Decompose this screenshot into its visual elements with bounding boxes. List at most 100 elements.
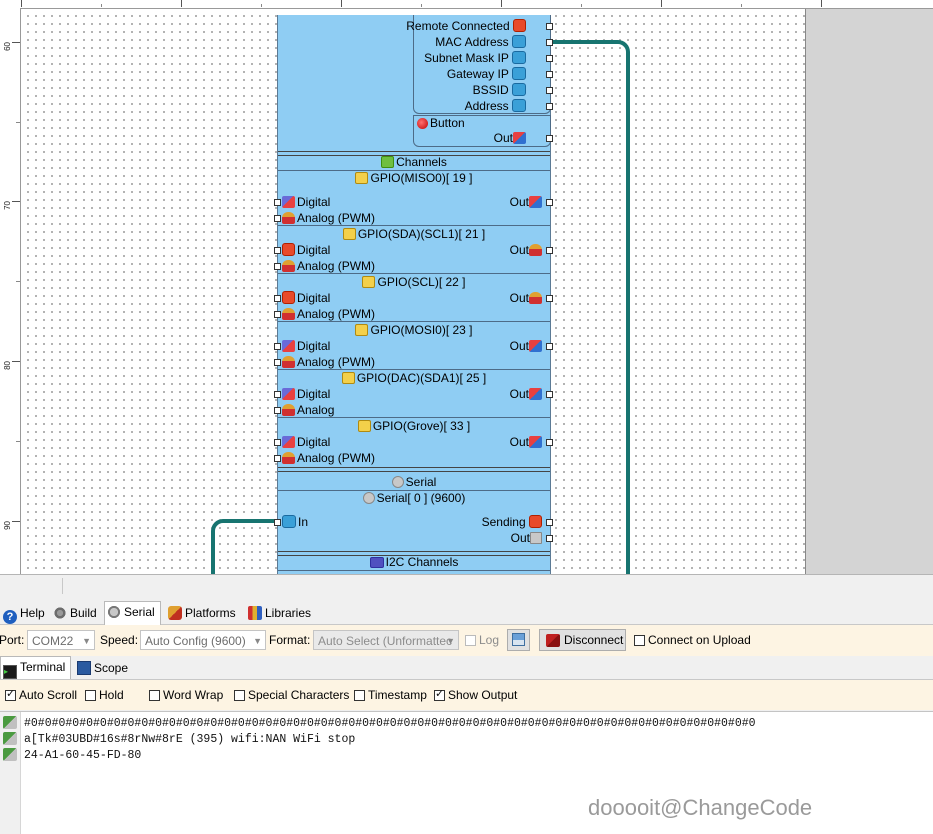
tab-build[interactable]: Build [50, 602, 103, 624]
output-pin[interactable] [546, 519, 553, 526]
output-pin[interactable] [546, 87, 553, 94]
output-pin[interactable] [546, 535, 553, 542]
design-canvas-area[interactable]: 60 70 80 90 Remote Connected MAC Address… [0, 0, 933, 574]
digital-icon [282, 388, 295, 400]
checkbox[interactable] [465, 635, 476, 646]
input-pin[interactable] [274, 199, 281, 206]
tab-help[interactable]: ?Help [0, 602, 51, 624]
button-subcomponent[interactable] [413, 115, 551, 147]
output-pin[interactable] [546, 39, 553, 46]
checkbox[interactable] [434, 688, 445, 701]
gpio-out-pin: Out [510, 435, 544, 449]
disconnect-button[interactable]: Disconnect [539, 629, 626, 651]
input-pin[interactable] [274, 263, 281, 270]
timestamp-checkbox[interactable]: Timestamp [354, 687, 427, 703]
output-pin[interactable] [546, 391, 553, 398]
speed-select[interactable]: Auto Config (9600)▼ [140, 630, 266, 650]
terminal-line: #0#0#0#0#0#0#0#0#0#0#0#0#0#0#0#0#0#0#0#0… [24, 717, 756, 730]
tab-platforms[interactable]: Platforms [165, 602, 242, 624]
canvas-edge [805, 9, 806, 574]
special-characters-checkbox[interactable]: Special Characters [234, 687, 349, 703]
tab-serial[interactable]: Serial [104, 601, 161, 625]
pin-subnet-mask-ip: Subnet Mask IP [424, 51, 528, 65]
wire-mac-address[interactable] [550, 40, 630, 574]
gpio-digital-pin: Digital [282, 339, 330, 353]
format-select[interactable]: Auto Select (Unformattec▼ [313, 630, 459, 650]
checkbox[interactable] [149, 690, 160, 701]
gpio-icon [355, 172, 369, 184]
received-data-icon [3, 716, 17, 729]
channels-icon [381, 156, 395, 168]
network-pin-icon [512, 67, 526, 80]
gpio-title: GPIO(MOSI0)[ 23 ] [278, 323, 550, 337]
gpio-analog-pin: Analog (PWM) [282, 355, 375, 369]
terminal-gutter [0, 712, 21, 834]
input-pin[interactable] [274, 407, 281, 414]
input-pin[interactable] [274, 247, 281, 254]
checkbox[interactable] [354, 690, 365, 701]
input-pin[interactable] [274, 391, 281, 398]
save-icon [512, 633, 525, 646]
checkbox[interactable] [85, 690, 96, 701]
section-separator [278, 551, 550, 556]
tab-scope[interactable]: Scope [74, 657, 134, 679]
network-pin-icon [512, 51, 526, 64]
output-pin[interactable] [546, 103, 553, 110]
terminal-icon: ▸ [3, 665, 17, 679]
tab-terminal[interactable]: ▸Terminal [0, 656, 72, 679]
input-pin[interactable] [274, 455, 281, 462]
section-separator [278, 151, 550, 156]
gpio-icon [341, 372, 355, 384]
output-pin[interactable] [546, 71, 553, 78]
ruler-label: 70 [3, 201, 12, 210]
gpio-analog-pin: Analog [282, 403, 334, 417]
show-output-checkbox[interactable]: Show Output [434, 687, 517, 703]
analog-out-icon [529, 292, 542, 304]
input-pin[interactable] [274, 439, 281, 446]
pin-mac-address: MAC Address [435, 35, 528, 49]
wire-serial-in[interactable] [211, 519, 281, 574]
analog-icon [282, 452, 295, 464]
save-log-button[interactable] [507, 629, 530, 651]
esp32-component[interactable]: Remote Connected MAC Address Subnet Mask… [274, 15, 553, 574]
output-pin[interactable] [546, 23, 553, 30]
output-pin[interactable] [546, 295, 553, 302]
gears-icon [53, 606, 67, 620]
input-pin[interactable] [274, 311, 281, 318]
auto-scroll-checkbox[interactable]: Auto Scroll [5, 687, 77, 703]
log-checkbox[interactable]: Log [465, 632, 499, 648]
gpio-out-pin: Out [510, 291, 544, 305]
received-data-icon [3, 748, 17, 761]
port-select[interactable]: COM22▼ [27, 630, 95, 650]
digital-out-icon [529, 388, 542, 400]
hold-checkbox[interactable]: Hold [85, 687, 124, 703]
output-pin[interactable] [546, 247, 553, 254]
input-pin[interactable] [274, 359, 281, 366]
word-wrap-checkbox[interactable]: Word Wrap [149, 687, 223, 703]
checkbox[interactable] [634, 635, 645, 646]
digital-icon [282, 291, 295, 304]
checkbox[interactable] [5, 688, 16, 701]
panel-splitter[interactable] [0, 574, 933, 597]
output-pin[interactable] [546, 343, 553, 350]
boolean-pin-icon [513, 19, 526, 32]
output-pin[interactable] [546, 55, 553, 62]
wifi-subcomponent[interactable] [413, 15, 551, 114]
network-pin-icon [512, 35, 526, 48]
output-pin[interactable] [546, 135, 553, 142]
output-pin[interactable] [546, 199, 553, 206]
received-data-icon [3, 732, 17, 745]
input-pin[interactable] [274, 295, 281, 302]
chevron-down-icon: ▼ [82, 636, 91, 646]
input-pin[interactable] [274, 519, 281, 526]
terminal-output[interactable]: #0#0#0#0#0#0#0#0#0#0#0#0#0#0#0#0#0#0#0#0… [0, 711, 933, 834]
connect-on-upload-checkbox[interactable]: Connect on Upload [634, 632, 751, 648]
tab-libraries[interactable]: Libraries [245, 602, 317, 624]
digital-icon [282, 243, 295, 256]
platforms-icon [168, 606, 182, 620]
input-pin[interactable] [274, 343, 281, 350]
input-pin[interactable] [274, 215, 281, 222]
checkbox[interactable] [234, 690, 245, 701]
ruler-left: 60 70 80 90 [0, 8, 21, 574]
output-pin[interactable] [546, 439, 553, 446]
